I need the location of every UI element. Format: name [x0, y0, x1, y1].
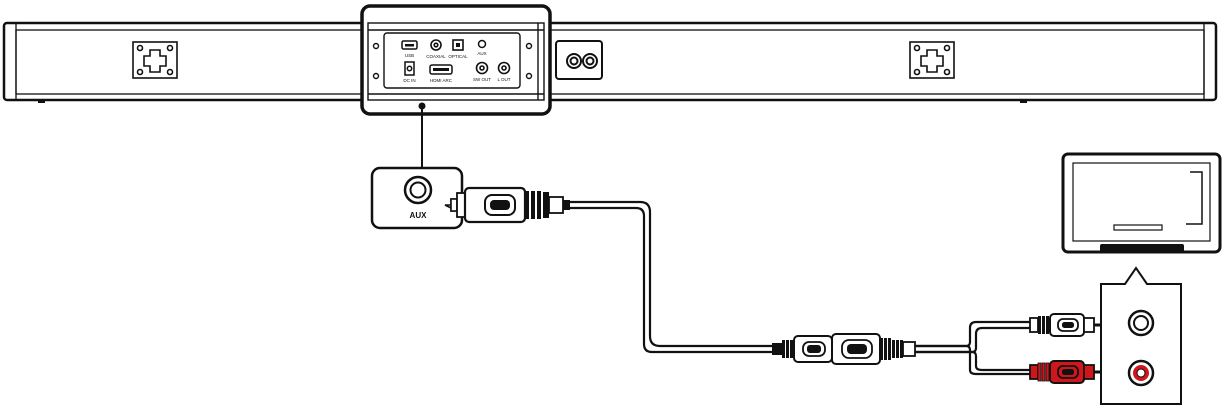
splitter-wires: [915, 320, 1030, 376]
rca-input-red-icon: [1127, 359, 1155, 387]
optical-port-icon: [452, 39, 464, 51]
tv-icon: [1061, 152, 1222, 254]
tv-input-panel: [1100, 266, 1182, 405]
wall-mount-bracket-left: [132, 41, 178, 79]
soundbar: [2, 21, 1218, 103]
rca-input-white-icon: [1127, 309, 1155, 337]
sw-out-port-icon: [475, 61, 489, 75]
dc-in-port-label: DC IN: [403, 78, 415, 83]
rca-plug-white: [1029, 313, 1110, 337]
hdmi-arc-port-icon: [429, 64, 453, 75]
optical-port-label: OPTICAL: [448, 54, 468, 59]
usb-port-label: USB: [405, 53, 414, 58]
aux-3-5mm-plug: [444, 186, 570, 224]
callout-leader: [418, 102, 426, 168]
input-panel: [367, 22, 545, 101]
sw-out-port-label: SW OUT: [473, 77, 491, 82]
aux-callout-label: AUX: [410, 211, 428, 220]
soundbar-side-module: [555, 40, 603, 80]
usb-port-icon: [401, 40, 418, 50]
audio-cable: [570, 200, 772, 354]
aux-jack-icon: [403, 175, 433, 205]
coaxial-port-icon: [430, 39, 442, 51]
wall-mount-bracket-right: [909, 41, 955, 79]
l-out-port-label: L OUT: [497, 77, 510, 82]
inline-connector: [772, 333, 916, 365]
aux-port-label: AUX: [477, 51, 486, 56]
rca-plug-red: [1029, 360, 1110, 384]
dc-in-port-icon: [404, 61, 415, 76]
coaxial-port-label: COAXIAL: [426, 54, 446, 59]
hdmi-arc-port-label: HDMI ARC: [430, 78, 453, 83]
aux-callout: AUX: [370, 166, 464, 230]
l-out-port-icon: [497, 61, 511, 75]
aux-port-icon: [477, 39, 487, 49]
